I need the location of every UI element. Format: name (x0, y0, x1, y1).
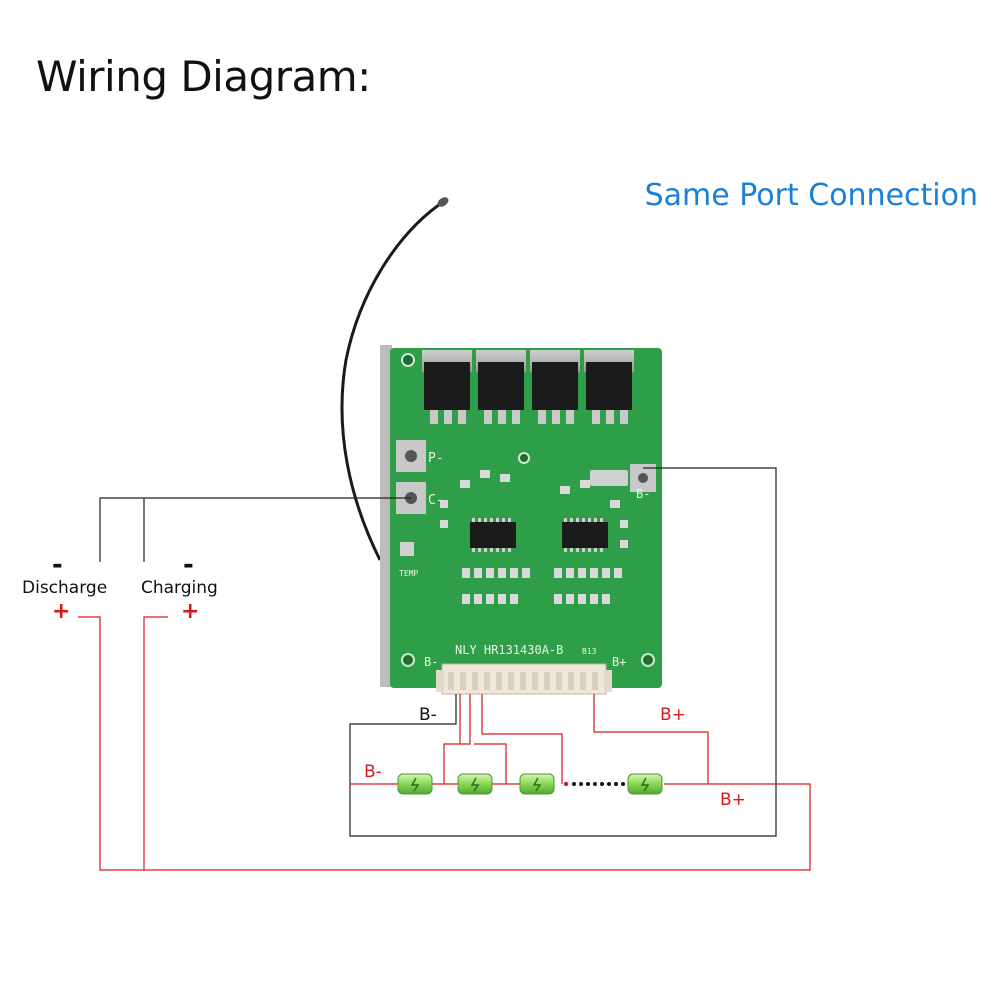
battery-cells (397, 773, 663, 795)
shunt-resistor (590, 470, 628, 486)
discharge-label: Discharge (22, 578, 108, 598)
charging-neg-sign: - (183, 550, 194, 580)
wire-balance-2 (474, 743, 507, 784)
wire-c-minus (99, 497, 411, 562)
pcb-label-p-minus: P- (428, 451, 444, 466)
wire-b-minus-board-right (349, 467, 777, 837)
wire-charging-plus (143, 616, 168, 870)
discharge-neg-sign: - (52, 550, 63, 580)
ic-chip-left (470, 522, 516, 548)
b-plus-wire-label-top: B+ (660, 705, 686, 725)
smd-components (440, 470, 628, 604)
charging-pos-sign: + (181, 599, 200, 624)
pcb-label-temp: TEMP (399, 569, 418, 578)
mount-hole (518, 452, 530, 464)
cell (519, 773, 555, 795)
cell (627, 773, 663, 795)
cell (397, 773, 433, 795)
b-minus-wire-label: B- (419, 705, 437, 725)
board-model-label: NLY HR131430A-B (455, 643, 563, 657)
charging-label: Charging (141, 578, 218, 598)
connection-type-label: Same Port Connection (644, 178, 978, 213)
b-minus-series-label: B- (364, 762, 382, 782)
pcb-label-connector-b-plus: B+ (612, 655, 626, 669)
wire-balance-1 (443, 694, 471, 784)
discharge-pos-sign: + (52, 599, 71, 624)
thermistor-wire (340, 198, 447, 561)
black-wires (99, 467, 777, 837)
wire-discharge-plus (78, 616, 811, 871)
b-plus-series-label: B+ (720, 790, 746, 810)
pcb-edge (380, 345, 392, 687)
wire-b-plus (593, 694, 709, 784)
red-wires (78, 616, 811, 871)
mount-hole (401, 353, 415, 367)
pcb-label-b-minus: B- (636, 487, 650, 501)
cell-ellipsis (563, 781, 625, 787)
ic-chip-right (562, 522, 608, 548)
mount-hole (401, 653, 415, 667)
thermistor-tip (437, 197, 449, 207)
pcb-label-b13: B13 (582, 647, 597, 656)
pcb-label-connector-b-minus: B- (424, 655, 438, 669)
cell (457, 773, 493, 795)
page-title: Wiring Diagram: (36, 52, 371, 101)
bms-board: P- C- B- TEMP NLY HR131430A-B B- B+ B13 (380, 345, 662, 695)
pcb-label-c-minus: C- (428, 493, 444, 508)
mosfet-row (422, 350, 634, 424)
mount-hole (641, 653, 655, 667)
wire-balance-3 (481, 694, 563, 784)
